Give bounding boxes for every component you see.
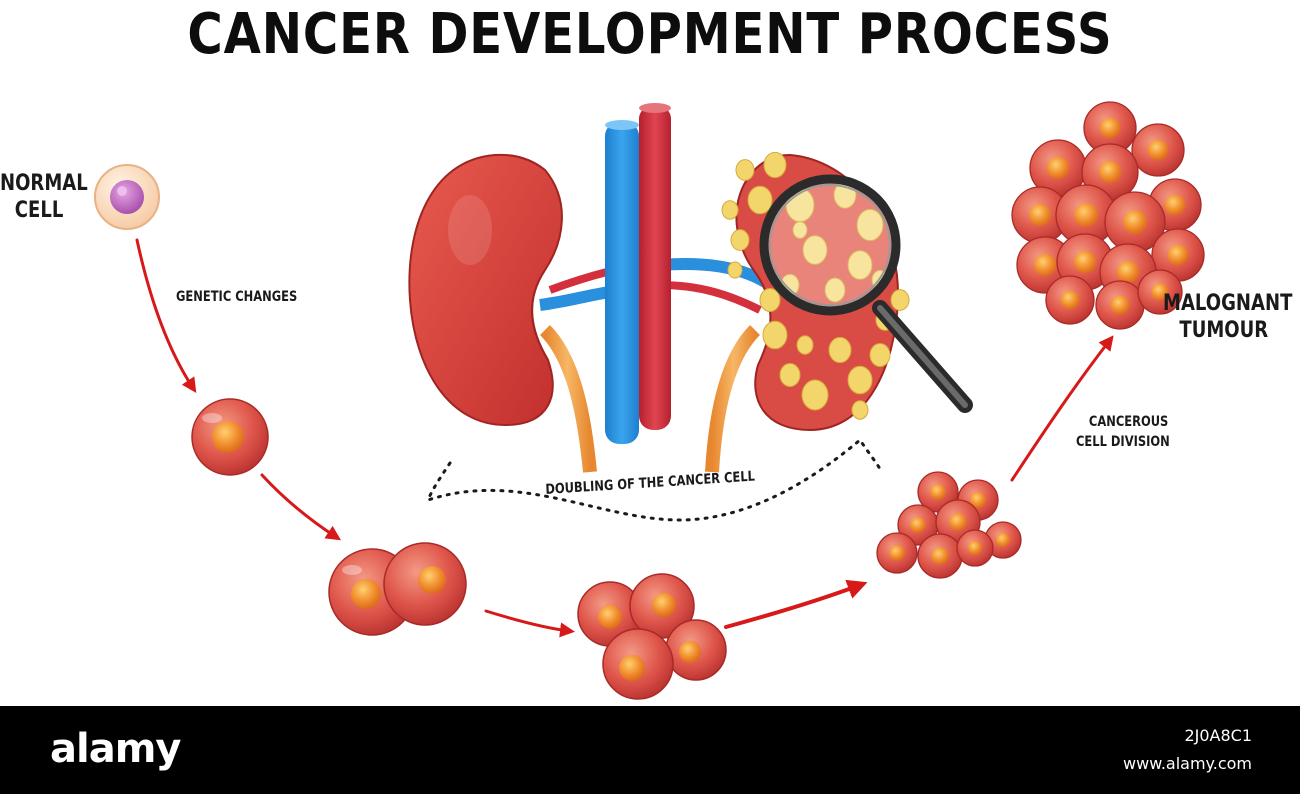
cluster-cell-nucleus: [930, 484, 946, 500]
arrow-3-icon: [484, 609, 575, 638]
tumour-cell-nucleus: [1046, 156, 1070, 180]
cell-cluster-icon: [876, 471, 1022, 579]
tumor-spot: [763, 151, 787, 179]
tumor-spot: [796, 335, 814, 355]
tumor-spot: [759, 288, 781, 312]
single-cancer-cell-icon: [191, 398, 269, 476]
tumour-cell-nucleus: [1147, 139, 1169, 161]
tumor-spot: [762, 320, 788, 350]
tumour-cell-nucleus: [1073, 250, 1097, 274]
page-title: CANCER DEVELOPMENT PROCESS: [187, 2, 1113, 67]
tumor-spot: [779, 363, 801, 387]
lens-tumor-spot: [824, 277, 846, 303]
diagram-illustration: [94, 101, 1205, 700]
tumour-cell-nucleus: [1167, 244, 1189, 266]
genetic-changes-label: GENETIC CHANGES: [176, 289, 298, 305]
cluster-cell-nucleus: [967, 540, 983, 556]
tumor-spot: [801, 379, 829, 411]
tumor-spot: [747, 185, 773, 215]
tumor-spot: [721, 200, 739, 220]
footer-bar: alamy 2J0A8C1 www.alamy.com: [0, 706, 1300, 794]
tumor-spot: [828, 336, 852, 364]
arrow-4-icon: [724, 579, 868, 629]
tumour-cell-nucleus: [1060, 290, 1080, 310]
cluster-cell-nucleus: [889, 545, 905, 561]
footer-image-id: 2J0A8C1: [1184, 726, 1252, 745]
cluster-cell-nucleus: [931, 547, 949, 565]
cancerous-division-label: CANCEROUS CELL DIVISION: [1076, 412, 1170, 452]
lens-tumor-spot: [802, 235, 828, 265]
lens-tumor-spot: [856, 208, 884, 242]
tumor-spot: [851, 400, 869, 420]
tumor-spot: [730, 229, 750, 251]
tumour-cell-nucleus: [1033, 253, 1057, 277]
cancerous-division-line-1: CANCEROUS: [1088, 414, 1169, 430]
normal-cell-label: NORMAL CELL: [0, 170, 88, 224]
cluster-cell-nucleus: [970, 492, 986, 508]
lens-tumor-spot: [792, 221, 808, 239]
doubling-bracket: [425, 437, 884, 522]
footer-logo: alamy: [50, 726, 181, 772]
two-cancer-cells-icon: [328, 542, 467, 636]
normal-cell-label-line-2: CELL: [14, 198, 64, 223]
arrow-2-icon: [260, 473, 342, 541]
tumour-cell-nucleus: [1028, 203, 1052, 227]
normal-cell-icon: [94, 164, 160, 230]
tumour-cell-nucleus: [1074, 203, 1098, 227]
cluster-cell-nucleus: [995, 532, 1011, 548]
malignant-tumour-label: MALOGNANT TUMOUR: [1163, 290, 1292, 344]
malignant-tumour-icon: [1011, 101, 1205, 330]
magnifying-glass-icon: [759, 174, 973, 413]
cancerous-division-line-2: CELL DIVISION: [1076, 434, 1170, 450]
tumour-cell-nucleus: [1098, 160, 1122, 184]
tumor-spot: [727, 261, 743, 279]
progression-arrows: [135, 238, 1114, 638]
malignant-tumour-line-2: TUMOUR: [1179, 318, 1269, 343]
cluster-cell-nucleus: [910, 517, 926, 533]
arrow-1-icon: [135, 238, 197, 394]
footer-site: www.alamy.com: [1123, 754, 1252, 773]
tumor-spot: [735, 159, 755, 181]
cluster-cell-nucleus: [949, 513, 967, 531]
normal-cell-label-line-1: NORMAL: [0, 171, 88, 196]
malignant-tumour-line-1: MALOGNANT: [1163, 291, 1293, 316]
tumour-cell-nucleus: [1151, 283, 1169, 301]
tumor-spot: [869, 343, 891, 367]
tumour-cell-nucleus: [1123, 210, 1147, 234]
tumour-cell-nucleus: [1110, 295, 1130, 315]
tumour-cell-nucleus: [1099, 117, 1121, 139]
tumor-spot: [890, 289, 910, 311]
tumour-cell-nucleus: [1116, 260, 1140, 284]
arrow-5-icon: [1010, 335, 1114, 482]
tumour-cell-nucleus: [1164, 194, 1186, 216]
tumor-spot: [847, 365, 873, 395]
four-cancer-cells-icon: [577, 573, 727, 700]
lens-tumor-spot: [847, 250, 873, 280]
